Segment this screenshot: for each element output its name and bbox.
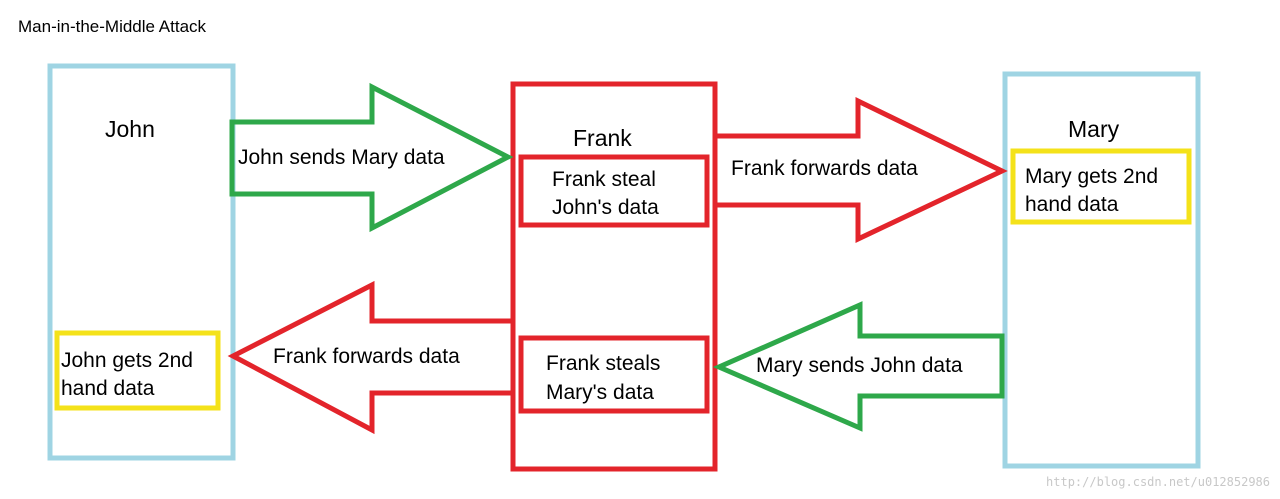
frank-steal-mary-line-2: Mary's data (546, 381, 654, 404)
frank-steal-mary-box (518, 335, 710, 414)
frank-steal-john-line-1: Frank steal (552, 168, 656, 191)
mary-received-line-2: hand data (1025, 193, 1119, 216)
frank-steal-mary-line-1: Frank steals (546, 352, 660, 375)
mary-name: Mary (1068, 116, 1120, 142)
john-received-line-2: hand data (61, 377, 155, 400)
arrow-frank-to-mary (712, 97, 1008, 243)
arrow-mary-to-frank (712, 301, 1005, 432)
john-box (47, 63, 236, 461)
john-name: John (105, 116, 155, 142)
watermark-url: http://blog.csdn.net/u012852986 (1046, 475, 1270, 489)
mary-box (1002, 71, 1201, 469)
arrow-john-to-frank-label: John sends Mary data (238, 146, 445, 169)
arrow-frank-to-john (227, 280, 516, 435)
arrow-mary-to-frank-label: Mary sends John data (756, 354, 963, 377)
frank-box (510, 81, 718, 472)
mary-received-line-1: Mary gets 2nd (1025, 165, 1158, 188)
john-received-box (54, 330, 221, 411)
diagram-title: Man-in-the-Middle Attack (18, 17, 207, 36)
john-received-line-1: John gets 2nd (61, 349, 193, 372)
frank-name: Frank (573, 125, 632, 151)
mary-received-box (1010, 148, 1192, 225)
arrow-frank-to-mary-label: Frank forwards data (731, 157, 918, 180)
arrow-frank-to-john-label: Frank forwards data (273, 345, 460, 368)
arrow-john-to-frank (229, 82, 514, 233)
frank-steal-john-box (518, 154, 710, 228)
frank-steal-john-line-2: John's data (552, 196, 659, 219)
